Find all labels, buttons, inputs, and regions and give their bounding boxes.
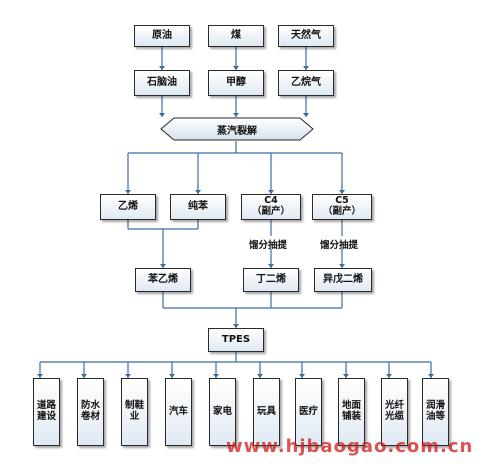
intermediate-ethane-gas: 乙烷气 <box>278 70 334 96</box>
intermediate-naphtha: 石脑油 <box>134 70 190 96</box>
app-line-1: 防水 <box>80 400 100 412</box>
app-line-1: 地面 <box>341 400 361 412</box>
app-line-1: 家电 <box>212 405 232 417</box>
app-line-1: 润滑 <box>425 400 445 412</box>
product-styrene: 苯乙烯 <box>135 268 191 292</box>
application-automotive: 汽车 <box>165 378 192 446</box>
monomer-benzene: 纯苯 <box>170 194 226 220</box>
watermark-url: www.hjbaogao.com.cn <box>226 436 474 457</box>
app-line-1: 制鞋 <box>124 400 144 412</box>
process-steam-cracking: 蒸汽裂解 <box>160 117 314 141</box>
monomer-c5-byproduct: C5 （副产） <box>312 194 372 220</box>
application-toys: 玩具 <box>253 378 280 446</box>
product-butadiene: 丁二烯 <box>243 268 299 292</box>
application-lubricating-oil: 润滑 油等 <box>422 378 449 446</box>
product-isoprene: 异戊二烯 <box>314 268 372 292</box>
application-medical: 医疗 <box>295 378 322 446</box>
app-line-1: 光纤 <box>384 400 404 412</box>
feedstock-coal: 煤 <box>208 25 264 47</box>
app-line-2: 业 <box>129 411 140 422</box>
app-line-1: 玩具 <box>256 405 276 417</box>
feedstock-crude-oil: 原油 <box>134 25 190 47</box>
application-home-appliances: 家电 <box>209 378 236 446</box>
hexagon-shape <box>160 117 314 141</box>
app-line-2: 建设 <box>36 411 56 422</box>
intermediate-methanol: 甲醇 <box>208 70 264 96</box>
app-line-2: 铺装 <box>341 411 361 422</box>
c4-extraction-label: 馏分抽提 <box>249 240 288 251</box>
c5-note: （副产） <box>322 206 361 217</box>
monomer-c4-byproduct: C4 （副产） <box>241 194 301 220</box>
target-tpes: TPES <box>208 328 264 352</box>
app-line-1: 医疗 <box>298 405 318 417</box>
application-optical-fiber: 光纤 光缆 <box>381 378 408 446</box>
app-line-1: 道路 <box>36 400 56 412</box>
app-line-1: 汽车 <box>168 405 188 417</box>
process-label: 蒸汽裂解 <box>217 125 257 137</box>
app-line-2: 卷材 <box>80 411 100 422</box>
application-road-construction: 道路 建设 <box>33 378 60 446</box>
app-line-2: 光缆 <box>384 411 404 422</box>
application-footwear: 制鞋 业 <box>121 378 148 446</box>
monomer-ethylene: 乙烯 <box>100 194 156 220</box>
c5-extraction-label: 馏分抽提 <box>320 240 359 251</box>
feedstock-natural-gas: 天然气 <box>278 25 334 47</box>
app-line-2: 油等 <box>425 411 445 422</box>
c4-name: C4 <box>264 195 278 207</box>
application-floor-paving: 地面 铺装 <box>338 378 365 446</box>
c5-name: C5 <box>335 195 349 207</box>
c4-note: （副产） <box>251 206 290 217</box>
application-waterproof-membrane: 防水 卷材 <box>77 378 104 446</box>
